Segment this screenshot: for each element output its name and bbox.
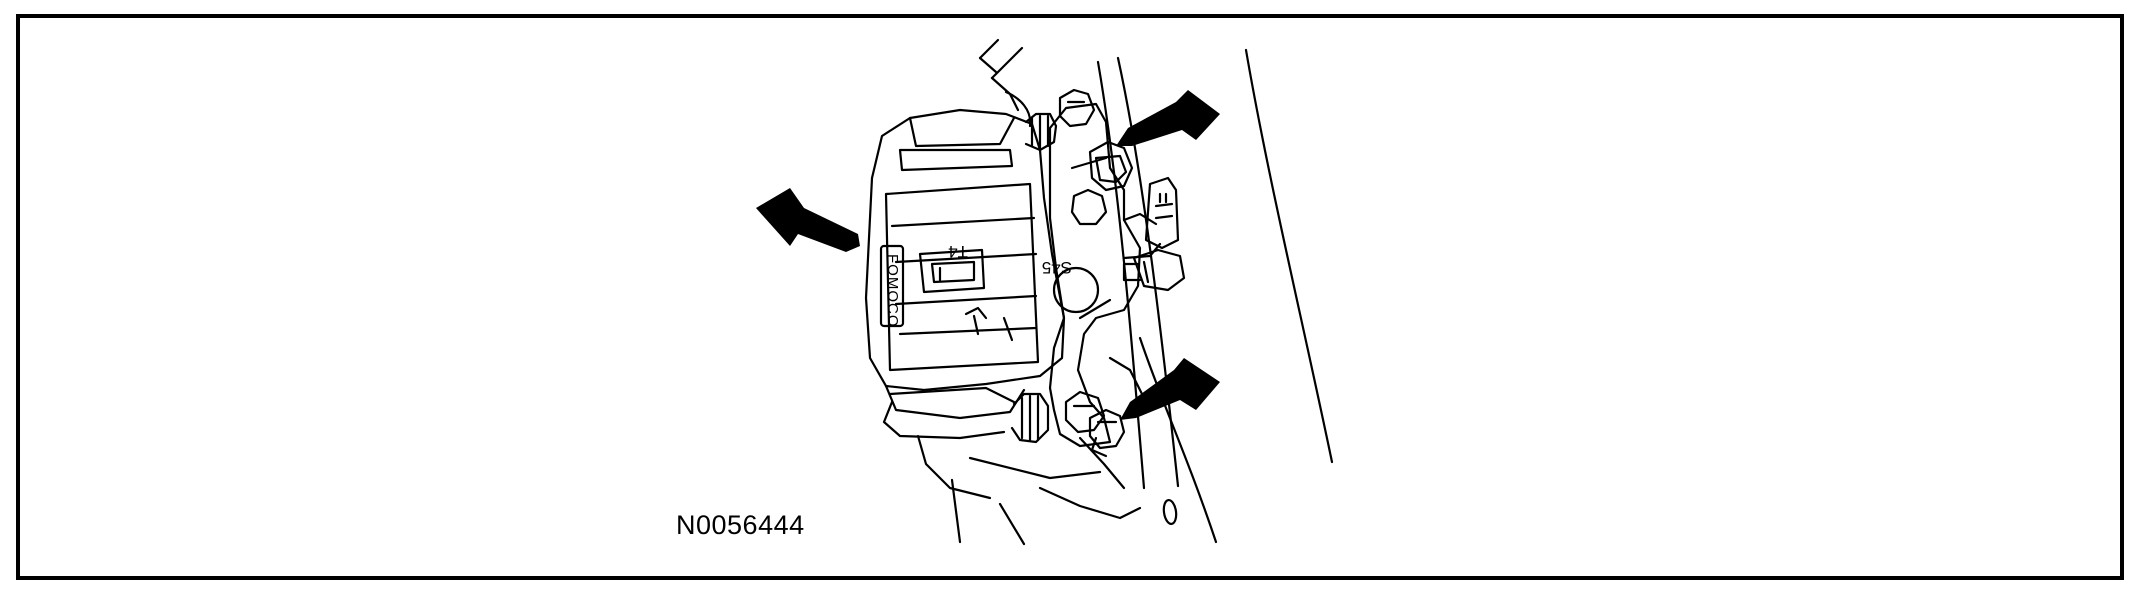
- upper-bracket-bolt-3: [1070, 188, 1108, 226]
- brake-line-fitting: [1122, 176, 1186, 292]
- rotor-edge: [1096, 48, 1334, 544]
- callout-arrow-caliper: [756, 188, 860, 252]
- arrow-icon: [1116, 90, 1220, 146]
- upper-bracket-bolt-1: [1058, 88, 1096, 128]
- casting-code-top: T4: [948, 242, 968, 261]
- casting-brand-label: FOMOCO: [884, 254, 901, 328]
- lower-guide-pin: [888, 386, 1050, 444]
- lower-bracket-bolt-2: [1088, 408, 1126, 458]
- figure-id-label: N0056444: [676, 510, 805, 540]
- arrow-icon: [1120, 358, 1220, 420]
- upper-bracket-bolt-2: [1088, 140, 1134, 192]
- callout-arrow-lower-bolt: [1120, 358, 1220, 420]
- callout-arrow-upper-bolt: [1116, 90, 1220, 146]
- figure-frame: FOMOCO T4 S45: [16, 14, 2124, 580]
- upper-guide-pin: [1024, 112, 1058, 152]
- fomoco-plate: FOMOCO: [879, 244, 905, 328]
- arrow-icon: [756, 188, 860, 252]
- anchor-bracket: [1048, 102, 1162, 448]
- caliper-body: [864, 108, 1142, 546]
- brake-caliper-illustration: FOMOCO T4 S45: [756, 38, 1334, 546]
